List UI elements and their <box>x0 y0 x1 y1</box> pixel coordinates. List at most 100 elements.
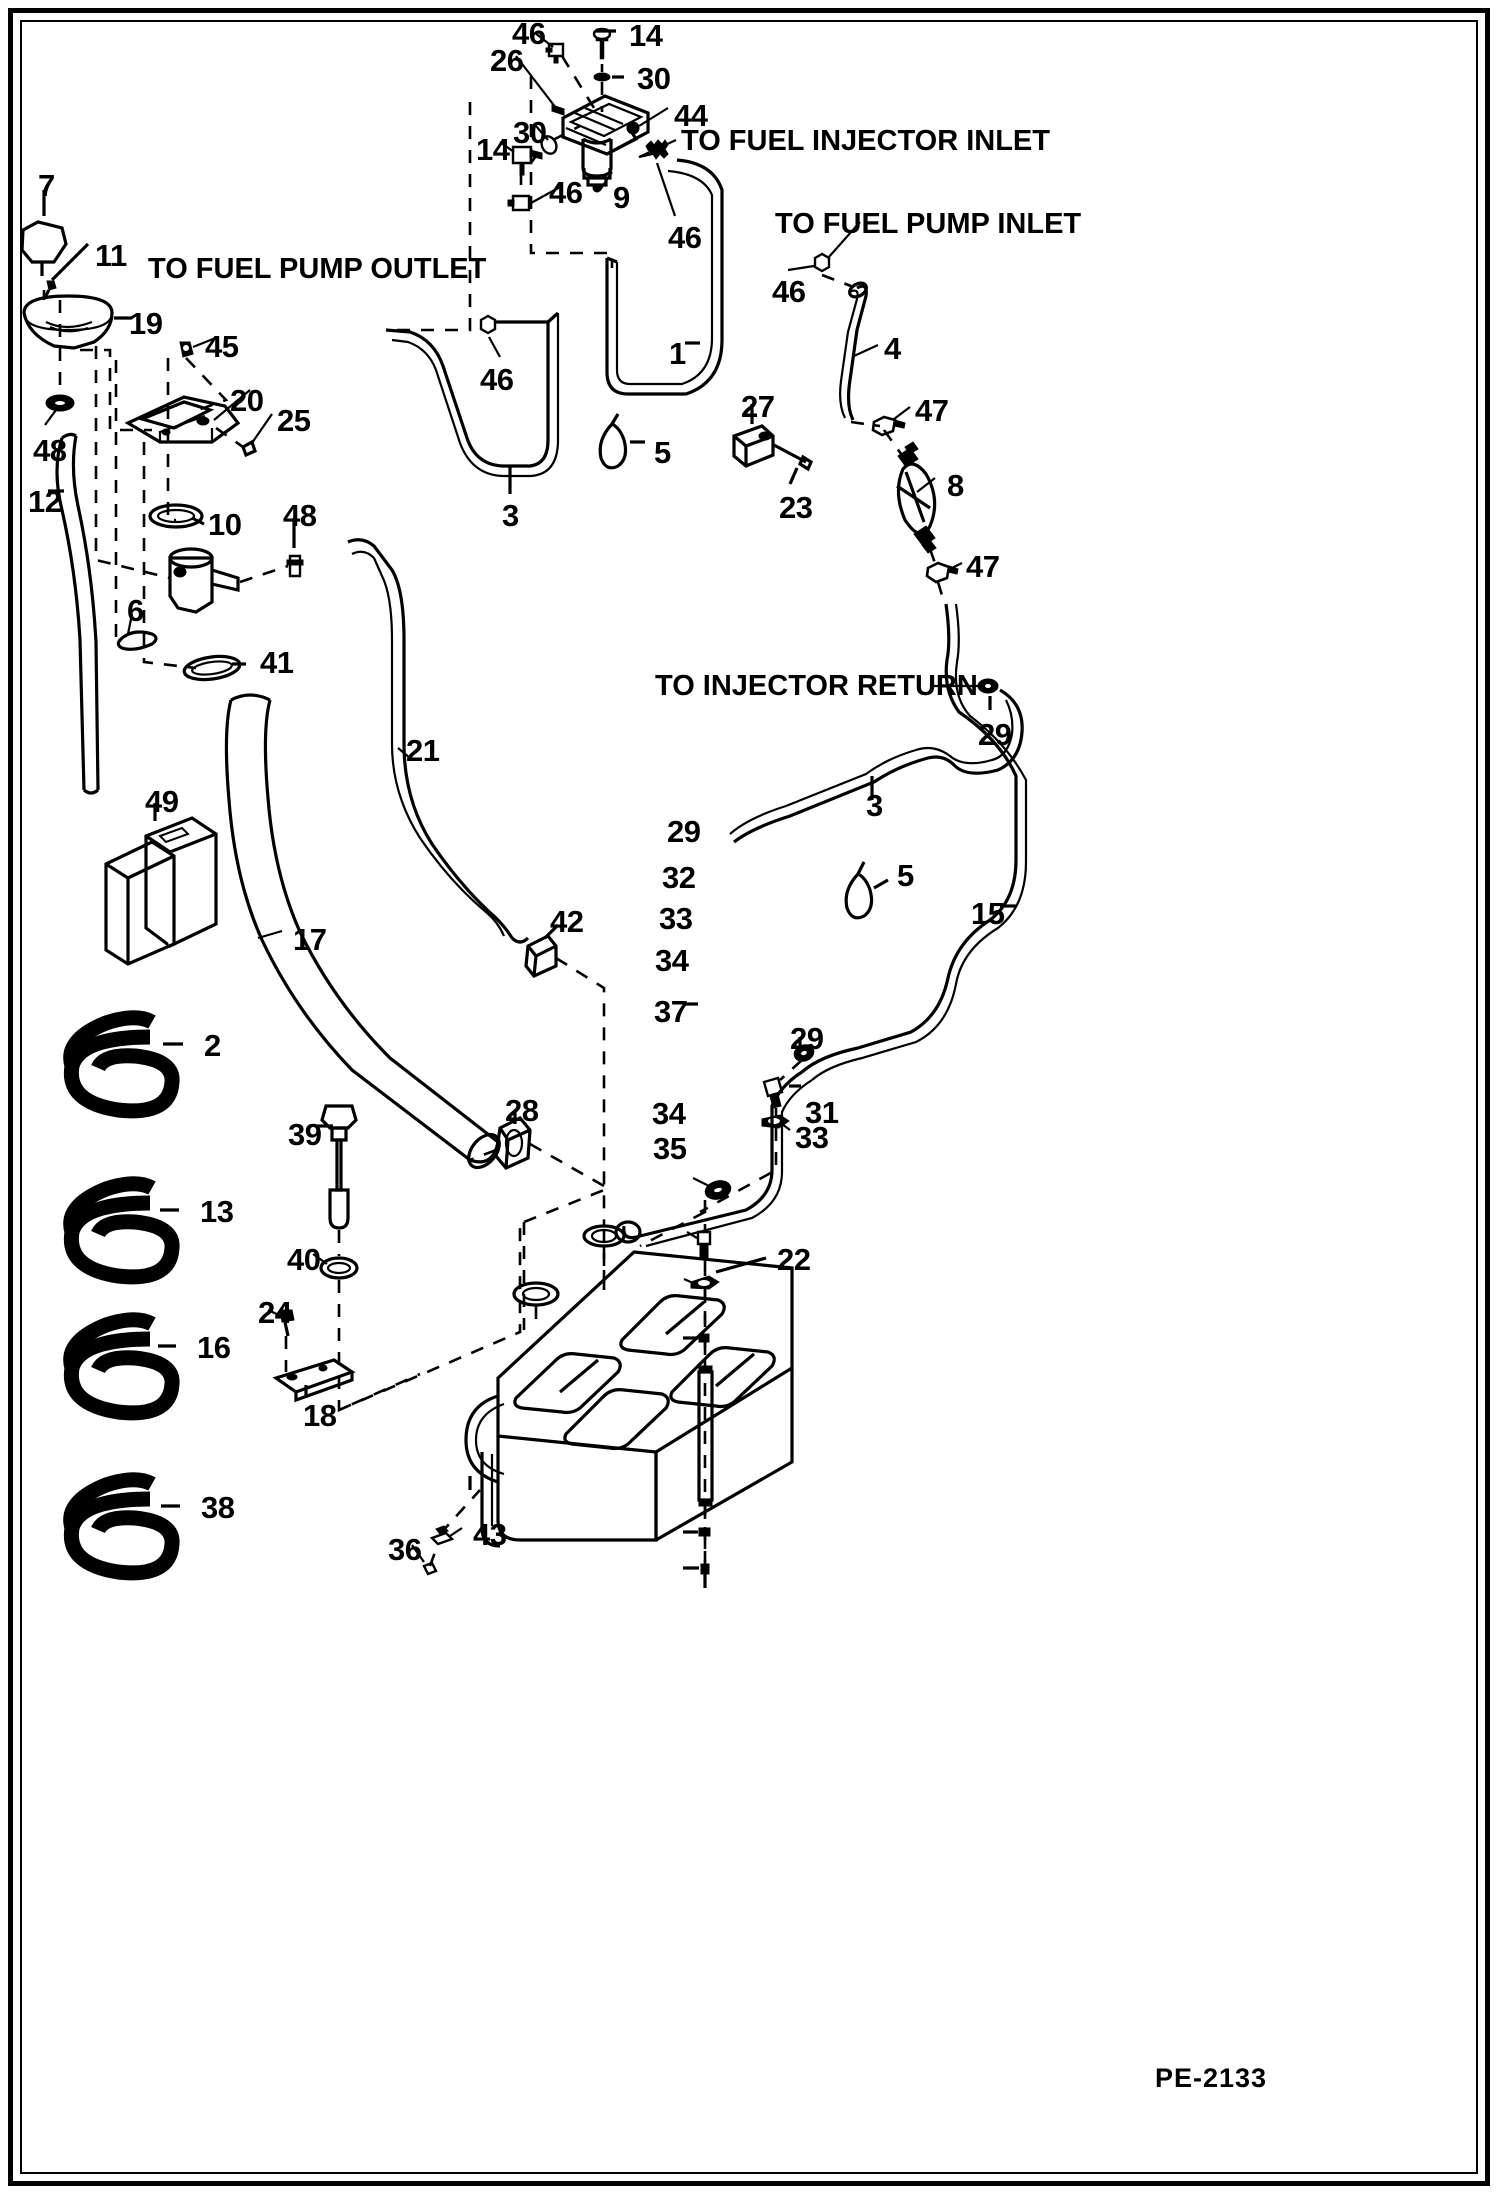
item-number-45: 45 <box>205 329 239 364</box>
item-number-9: 9 <box>613 180 630 215</box>
item-number-23: 23 <box>779 490 813 525</box>
oring-10 <box>148 503 204 529</box>
item-number-25: 25 <box>277 403 311 438</box>
leader-46-hose3 <box>488 336 501 358</box>
item-number-46: 46 <box>480 362 514 397</box>
fitting-46-hose3 <box>479 314 497 335</box>
item-number-20: 20 <box>230 383 264 418</box>
leader-29-col <box>692 1177 712 1188</box>
bracket-18 <box>272 1358 356 1403</box>
item-number-31: 31 <box>805 1095 839 1130</box>
item-number-40: 40 <box>287 1242 321 1277</box>
cap-fuel-pump-outlet: TO FUEL PUMP OUTLET <box>148 253 487 285</box>
dash-45-20 <box>185 357 229 412</box>
dash-19-20 <box>80 348 152 432</box>
item-number-46: 46 <box>772 274 806 309</box>
cap-fuel-pump-inlet: TO FUEL PUMP INLET <box>775 208 1082 240</box>
dash-19-neck <box>94 346 171 580</box>
leader-24 <box>267 1309 282 1317</box>
cap-fuel-injector-inlet: TO FUEL INJECTOR INLET <box>681 125 1050 157</box>
item-number-17: 17 <box>293 922 327 957</box>
hose-21 <box>347 538 530 944</box>
hose-12 <box>55 432 100 795</box>
drain-plug-43 <box>429 1525 455 1546</box>
item-number-16: 16 <box>197 1330 231 1365</box>
fuel-cap-7 <box>20 220 68 276</box>
leader-21 <box>397 747 411 759</box>
hose-3-left <box>385 311 560 478</box>
oring-6 <box>116 630 158 651</box>
hose-15 <box>800 603 1028 1081</box>
leader-42 <box>543 923 560 940</box>
leader-48-upper <box>44 409 57 426</box>
leader-20 <box>213 389 251 421</box>
item-number-47: 47 <box>966 549 1000 584</box>
item-number-29: 29 <box>978 717 1012 752</box>
leader-43 <box>449 1527 463 1537</box>
item-number-2: 2 <box>204 1028 221 1063</box>
item-number-21: 21 <box>406 733 440 768</box>
item-number-5: 5 <box>897 858 914 893</box>
bolt-45 <box>179 341 194 358</box>
hose-coil-2 <box>63 1010 180 1119</box>
part-49-box <box>104 816 218 966</box>
item-number-46: 46 <box>512 16 546 51</box>
hose-coil-16 <box>63 1312 180 1421</box>
leader-25 <box>251 413 273 444</box>
item-number-19: 19 <box>129 306 163 341</box>
item-number-38: 38 <box>201 1490 235 1525</box>
item-number-42: 42 <box>550 904 584 939</box>
dash-20-25 <box>215 426 244 449</box>
oring-40 <box>319 1256 359 1280</box>
cap-injector-return: TO INJECTOR RETURN <box>655 670 978 702</box>
item-number-46: 46 <box>668 220 702 255</box>
leader-6 <box>126 613 134 635</box>
clamp-27 <box>732 424 775 468</box>
grommet-48-upper <box>45 394 75 412</box>
item-number-29: 29 <box>790 1021 824 1056</box>
tube-4 <box>839 281 868 421</box>
hose-3-right <box>729 688 1024 844</box>
fuel-filter-assembly <box>499 27 861 273</box>
item-number-47: 47 <box>915 393 949 428</box>
inline-filter-8 <box>896 441 937 554</box>
item-number-14: 14 <box>629 18 663 53</box>
item-number-30: 30 <box>513 115 547 150</box>
leader-32 <box>686 1231 698 1239</box>
item-number-43: 43 <box>473 1517 507 1552</box>
dash-20-41 <box>142 442 197 670</box>
hose-15-to-tank <box>614 1070 813 1248</box>
item-number-30: 30 <box>637 61 671 96</box>
item-number-48: 48 <box>283 498 317 533</box>
alignment-line-right <box>821 273 946 603</box>
item-number-12: 12 <box>28 484 62 519</box>
leader-23 <box>788 467 799 485</box>
leader-22 <box>715 1256 767 1274</box>
dash-48-neck <box>239 564 289 584</box>
item-number-32: 32 <box>662 860 696 895</box>
item-number-34: 34 <box>655 943 689 978</box>
neck-fitting <box>168 547 240 614</box>
item-number-33: 33 <box>795 1120 829 1155</box>
item-number-11: 11 <box>95 238 127 273</box>
item-number-27: 27 <box>741 389 775 424</box>
grommet-29-top <box>977 678 999 694</box>
item-number-4: 4 <box>884 331 901 366</box>
leader-11 <box>50 242 90 282</box>
leader-10 <box>191 516 205 526</box>
clamp-42 <box>524 933 558 978</box>
leader-33-right <box>781 1123 791 1131</box>
item-number-37: 37 <box>654 994 688 1029</box>
grommet-48-lower <box>286 554 304 578</box>
item-number-49: 49 <box>145 784 179 819</box>
hose-coil-13 <box>63 1176 180 1285</box>
leader-33-col <box>683 1277 694 1285</box>
dash-cap-col-a <box>166 358 176 522</box>
rivet-25 <box>241 439 257 458</box>
item-number-3: 3 <box>866 788 883 823</box>
hose-coil-38 <box>63 1472 180 1581</box>
dash-28-hose17 <box>469 1148 497 1162</box>
item-number-15: 15 <box>971 896 1005 931</box>
item-number-22: 22 <box>777 1242 811 1277</box>
